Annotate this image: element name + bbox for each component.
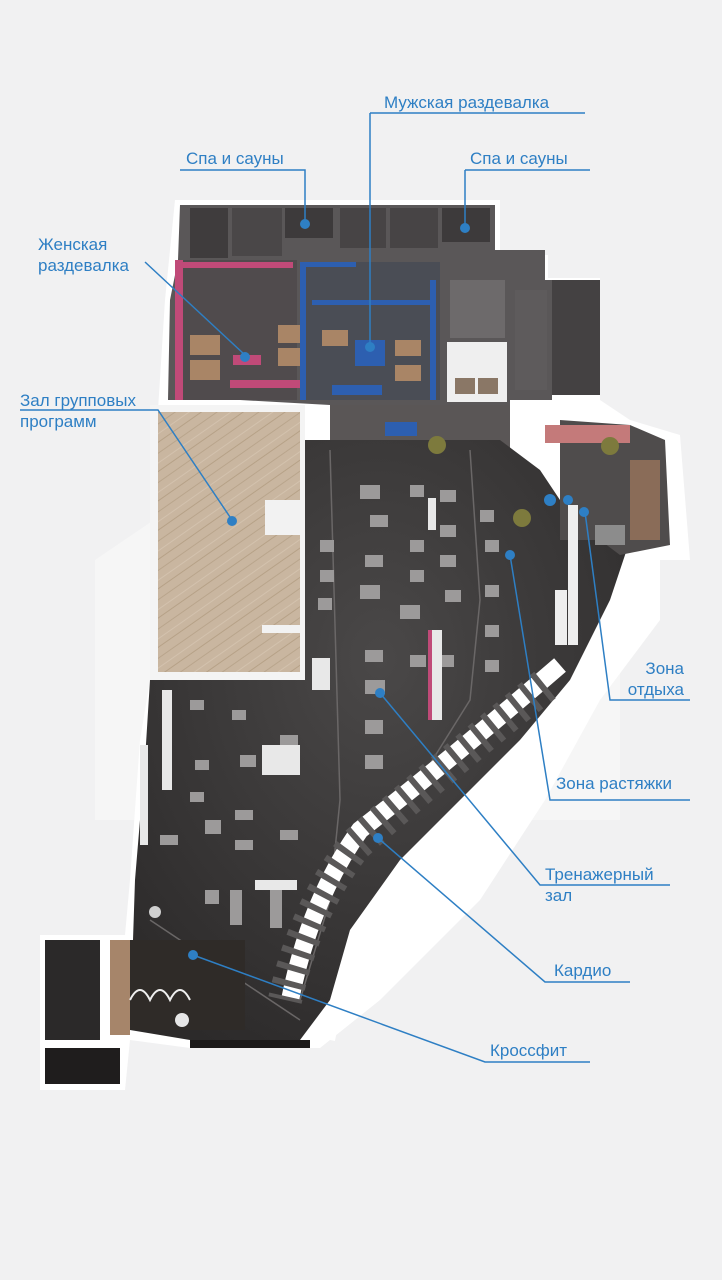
label-group-hall-line1: Зал групповых [20, 391, 136, 410]
location-dots [188, 219, 589, 960]
label-women-locker: Женская раздевалка [38, 234, 129, 276]
label-gym-line1: Тренажерный [545, 865, 654, 884]
label-spa-left: Спа и сауны [186, 149, 284, 168]
label-crossfit: Кроссфит [490, 1041, 568, 1060]
women-locker-zone [175, 260, 330, 400]
cardio-zone [268, 658, 584, 1041]
group-hall [150, 405, 305, 680]
label-rest-zone-line2: отдыха [627, 680, 684, 699]
label-group-hall: Зал групповых программ [20, 390, 136, 432]
label-women-locker-line1: Женская [38, 235, 108, 254]
label-stretch-zone: Зона растяжки [556, 774, 672, 793]
label-gym: Тренажерный зал [545, 864, 654, 906]
label-spa-right: Спа и сауны [470, 149, 568, 168]
equipment-benches [140, 498, 442, 890]
crossfit-zone [110, 906, 245, 1035]
label-cardio: Кардио [554, 961, 612, 980]
label-men-locker: Мужская раздевалка [384, 93, 550, 112]
leader-lines [20, 112, 690, 1063]
plants [428, 436, 619, 527]
rest-zone [544, 420, 670, 645]
label-gym-line2: зал [545, 886, 573, 905]
annex-rooms [45, 940, 310, 1084]
label-rest-zone-line1: Зона [645, 659, 684, 678]
label-rest-zone: Зона отдыха [628, 658, 684, 700]
label-group-hall-line2: программ [20, 412, 97, 431]
label-women-locker-line2: раздевалка [38, 256, 129, 275]
